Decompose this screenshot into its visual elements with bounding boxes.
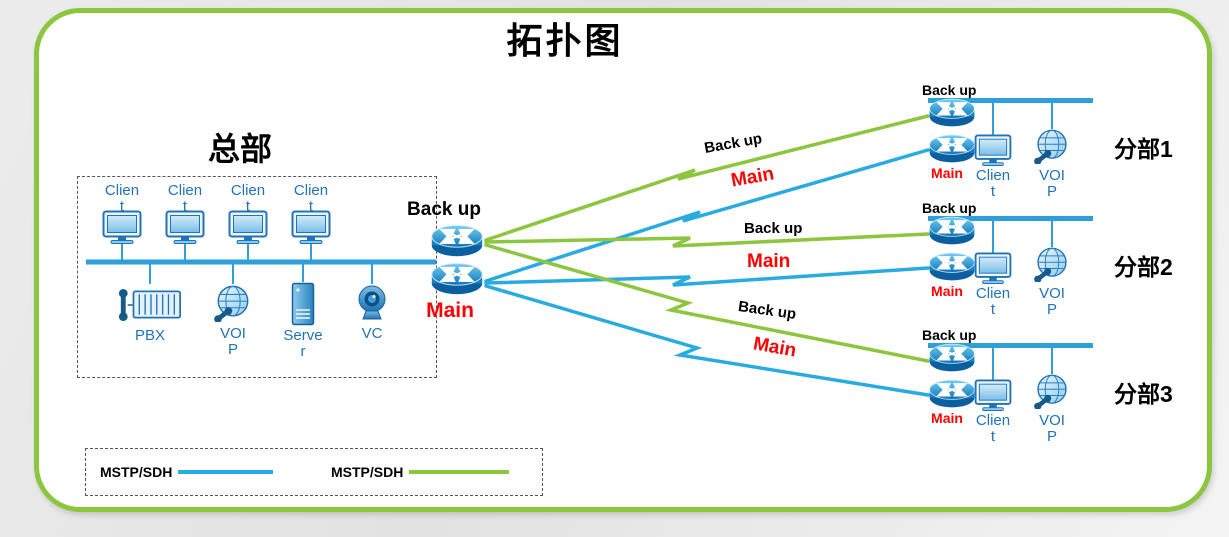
legend-backup-line-swatch	[409, 470, 509, 474]
voip-globe-icon	[214, 284, 252, 322]
branch-backup-router-label: Back up	[922, 200, 977, 216]
branch-backup-router-label: Back up	[922, 327, 977, 343]
hq-bus-and-drop-lines	[86, 243, 436, 284]
link-main-line-branch3	[484, 284, 930, 397]
legend-main-label: MSTP/SDH	[100, 464, 173, 480]
branch-main-router-label: Main	[931, 165, 963, 181]
hq-client-label: Clien t	[104, 182, 140, 216]
link-main-line-branch2	[484, 266, 930, 287]
link-backup-label: Back up	[744, 220, 803, 237]
main-router-icon	[428, 260, 486, 296]
branch-main-router-label: Main	[931, 283, 963, 299]
branch-group-2: Back up Main Clien t VOI P 分部2	[920, 200, 1225, 332]
legend-box: MSTP/SDH MSTP/SDH	[85, 448, 543, 496]
branch-name: 分部2	[1114, 254, 1173, 280]
branch-client-drop-line	[992, 347, 994, 380]
client-computer-icon	[974, 379, 1012, 411]
voip-globe-icon	[1034, 246, 1070, 282]
branch-voip-label: VOI P	[1039, 167, 1065, 201]
client-computer-icon	[165, 210, 205, 244]
branch-group-3: Back up Main Clien t VOI P 分部3	[920, 327, 1225, 459]
hq-client-label: Clien t	[230, 182, 266, 216]
backup-router-icon	[926, 214, 978, 246]
legend-main-line-swatch	[178, 470, 273, 474]
branch-voip-label: VOI P	[1039, 285, 1065, 319]
hq-title: 总部	[207, 131, 272, 167]
main-router-icon	[926, 250, 978, 282]
branch-name: 分部1	[1114, 136, 1173, 162]
branch-bus-line	[928, 343, 1093, 348]
link-backup-line-branch2	[484, 232, 930, 248]
branch-bus-line	[928, 216, 1093, 221]
branch-main-router-label: Main	[931, 410, 963, 426]
main-router-icon	[926, 132, 978, 164]
server-label: Serve r	[283, 327, 323, 361]
link-main-line-branch1	[484, 148, 930, 283]
branch-client-label: Clien t	[975, 412, 1011, 446]
client-computer-icon	[228, 210, 268, 244]
branch-client-drop-line	[992, 102, 994, 135]
client-computer-icon	[974, 252, 1012, 284]
voip-label: VOI P	[220, 325, 246, 359]
branch-name: 分部3	[1114, 381, 1173, 407]
branch-group-1: Back up Main Clien t VOI P 分部1	[920, 82, 1225, 214]
backup-router-icon	[926, 341, 978, 373]
hq-client-label: Clien t	[167, 182, 203, 216]
client-computer-icon	[102, 210, 142, 244]
vc-label: VC	[361, 325, 383, 342]
branch-client-label: Clien t	[975, 167, 1011, 201]
branch-voip-drop-line	[1051, 347, 1053, 374]
branch-voip-label: VOI P	[1039, 412, 1065, 446]
branch-voip-drop-line	[1051, 102, 1053, 129]
diagram-title: 拓扑图	[506, 20, 624, 61]
client-computer-icon	[974, 134, 1012, 166]
hq-client-label: Clien t	[293, 182, 329, 216]
pbx-label: PBX	[134, 327, 165, 344]
pbx-icon	[115, 285, 185, 325]
link-main-label: Main	[747, 251, 791, 272]
client-computer-icon	[291, 210, 331, 244]
link-backup-line-branch3	[484, 243, 930, 363]
branch-voip-drop-line	[1051, 220, 1053, 247]
branch-client-drop-line	[992, 220, 994, 253]
hq-backup-router-label: Back up	[407, 199, 481, 220]
link-backup-line-branch1	[484, 114, 930, 242]
voip-globe-icon	[1034, 128, 1070, 164]
main-router-icon	[926, 377, 978, 409]
hq-main-router-label: Main	[426, 299, 474, 322]
backup-router-icon	[428, 222, 486, 258]
legend-backup-label: MSTP/SDH	[331, 464, 404, 480]
branch-bus-line	[928, 98, 1093, 103]
branch-backup-router-label: Back up	[922, 82, 977, 98]
vc-camera-icon	[352, 284, 392, 322]
backup-router-icon	[926, 96, 978, 128]
server-icon	[291, 282, 315, 326]
voip-globe-icon	[1034, 373, 1070, 409]
branch-client-label: Clien t	[975, 285, 1011, 319]
